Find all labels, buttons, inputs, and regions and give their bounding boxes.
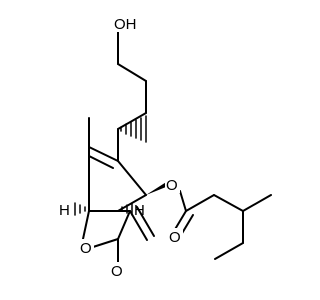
bond-c7a-ringo xyxy=(83,211,89,239)
bond-ringo-c2 xyxy=(93,239,118,247)
bond-carbonylC-ch2 xyxy=(186,195,214,211)
lactone-carbonyl-oxygen-label: O xyxy=(111,263,123,280)
ester-carbonyl-oxygen-label: O xyxy=(169,229,181,246)
hydroxyl-label: OH xyxy=(114,16,137,33)
stereo-h-left-label: H xyxy=(59,202,70,219)
molecule-structure-drawing: OH O O O O H H xyxy=(0,0,300,300)
ester-oxygen-label: O xyxy=(166,177,178,194)
stereo-h-right-label: H xyxy=(134,202,145,219)
atom-labels: OH O O O O H H xyxy=(59,15,183,280)
molecule-svg: OH O O O O H H xyxy=(0,0,300,300)
bond-ch2-ch xyxy=(214,195,243,211)
bond-esterO-carbonylC xyxy=(180,191,186,211)
lactone-ring-oxygen-label: O xyxy=(80,240,92,257)
bond-c1-c2 xyxy=(118,64,146,81)
bond-c4-c5 xyxy=(118,161,146,195)
stereo-h-hash-left xyxy=(75,203,85,215)
bond-ch-methyl xyxy=(243,195,271,211)
bond-ch2b-ch3 xyxy=(215,243,243,259)
side-chain-bonds xyxy=(118,31,146,161)
bond-c3-c4 xyxy=(118,113,146,129)
ester-chain-bonds xyxy=(146,179,271,259)
bond-c2-c3 xyxy=(118,211,130,239)
